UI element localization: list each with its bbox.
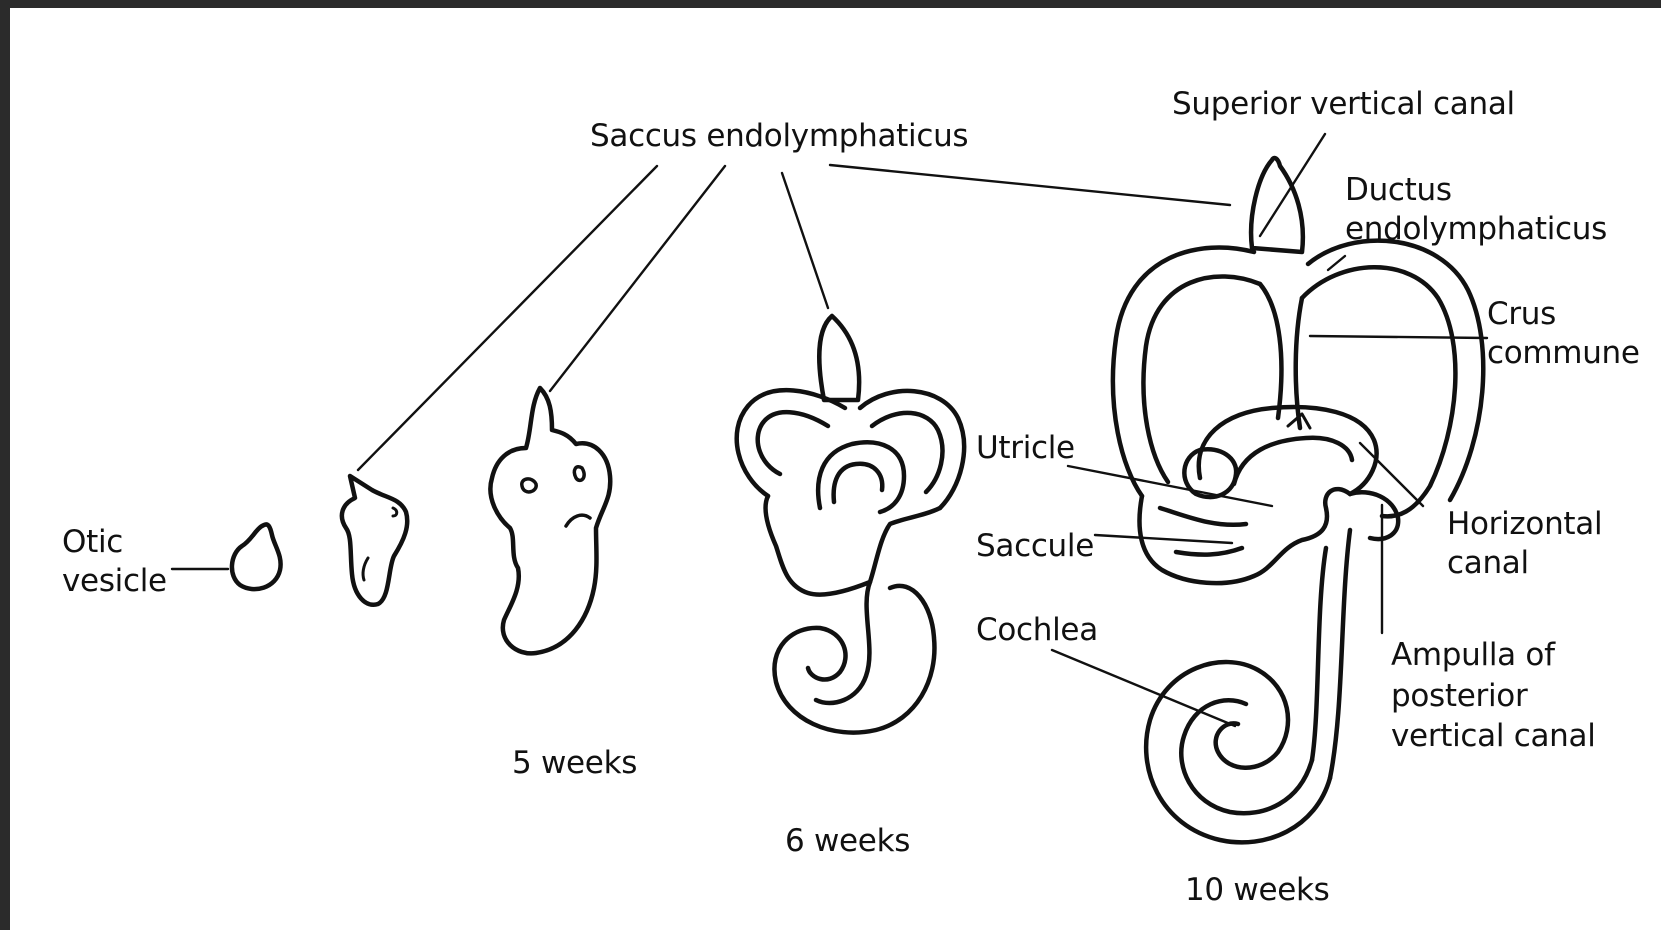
label-horizontal-line2: canal [1447, 543, 1529, 583]
leader-crus-commune [1310, 336, 1487, 338]
label-ductus-line1: Ductus [1345, 170, 1452, 210]
label-ampulla-line3: vertical canal [1391, 716, 1596, 756]
five-weeks-vesicle [490, 388, 610, 653]
leader-ductus [1328, 256, 1345, 270]
leader-saccus-to-5weeks [550, 166, 725, 391]
stage-label-10-weeks: 10 weeks [1185, 870, 1330, 910]
leader-saccus-to-stage2 [358, 166, 657, 470]
leader-utricle [1068, 466, 1272, 506]
stage-two-vesicle [342, 476, 407, 605]
label-crus-line2: commune [1487, 333, 1640, 373]
diagram-canvas: Saccus endolymphaticus Superior vertical… [10, 8, 1661, 930]
leader-cochlea [1052, 650, 1235, 726]
leader-saccus-to-10weeks [830, 165, 1230, 205]
leader-lines [172, 134, 1487, 726]
label-superior-vertical-canal: Superior vertical canal [1172, 84, 1515, 124]
label-otic-line2: vesicle [62, 561, 167, 601]
label-ductus-line2: endolymphaticus [1345, 209, 1607, 249]
stage-label-5-weeks: 5 weeks [512, 743, 637, 783]
stage-label-6-weeks: 6 weeks [785, 821, 910, 861]
leader-saccus-to-6weeks [782, 173, 828, 308]
label-saccule: Saccule [976, 526, 1094, 566]
label-ampulla-line1: Ampulla of [1391, 635, 1555, 675]
label-otic-line1: Otic [62, 522, 123, 562]
otic-vesicle-shape [232, 524, 281, 589]
label-saccus-endolymphaticus: Saccus endolymphaticus [590, 116, 968, 156]
label-utricle: Utricle [976, 428, 1075, 468]
label-cochlea: Cochlea [976, 610, 1098, 650]
label-horizontal-line1: Horizontal [1447, 504, 1602, 544]
label-ampulla-line2: posterior [1391, 676, 1527, 716]
label-crus-line1: Crus [1487, 294, 1556, 334]
six-weeks-labyrinth [737, 316, 964, 733]
leader-saccule [1095, 535, 1232, 543]
